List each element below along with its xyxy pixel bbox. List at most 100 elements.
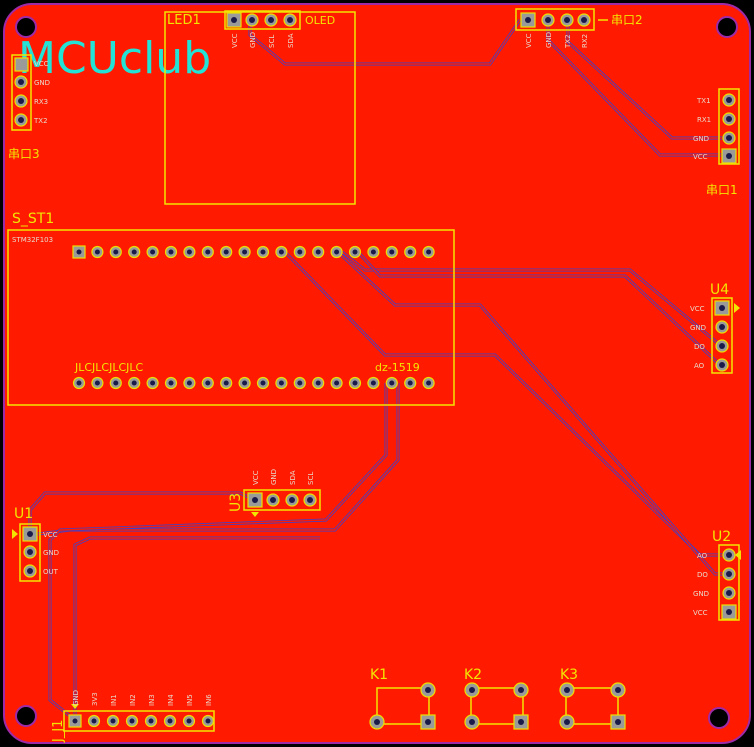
mcu-top-pin-7 (183, 245, 196, 259)
uart3-pin-4: TX2 (33, 117, 48, 125)
mount-hole-tl (15, 16, 37, 38)
mcu-top-pin-20 (422, 245, 435, 259)
component-uart3[interactable]: VCC GND RX3 TX2 串口3 (8, 54, 50, 161)
s-st1-top-label: STM32F103 (12, 236, 53, 244)
u2-ref: U2 (712, 529, 731, 545)
uart1-pin-3: GND (693, 135, 709, 143)
mcu-bottom-pin-3 (109, 376, 122, 390)
uart3-ref: 串口3 (8, 147, 40, 161)
mcu-top-pin-6 (164, 245, 178, 259)
mcu-bottom-pin-14 (312, 376, 325, 390)
s-st1-ref: S_ST1 (12, 211, 54, 227)
j1-pin-5: IN3 (148, 694, 156, 706)
j1-pin-2: 3V3 (91, 692, 99, 706)
board-copper (4, 4, 750, 743)
component-u1[interactable]: U1 VCC GND OUT (12, 506, 59, 582)
mcu-bottom-pin-13 (293, 376, 306, 390)
mcu-top-pin-11 (256, 245, 270, 259)
u4-pin-4: AO (694, 362, 705, 370)
key-k2[interactable]: K2 (464, 667, 529, 730)
led1-pin-4: SDA (287, 33, 295, 48)
component-u2[interactable]: U2 AO DO GND VCC (693, 529, 741, 621)
component-s-st1[interactable]: S_ST1 STM32F103 JLCJLCJLCJLC dz-1519 (7, 211, 455, 406)
mounting-holes (15, 16, 738, 729)
u2-pin-4: VCC (693, 609, 708, 617)
mcu-top-pin-1 (72, 245, 86, 259)
j1-pin-1: GND (72, 690, 80, 706)
mount-hole-bl (15, 705, 37, 727)
mcu-bottom-pin-1 (72, 376, 86, 390)
uart3-pin-2: GND (34, 79, 50, 87)
led1-pin-3: SCL (268, 35, 276, 48)
u4-pin-2: GND (690, 324, 706, 332)
uart2-top-pin-2: GND (545, 32, 553, 48)
u1-pin-3: OUT (43, 568, 59, 576)
uart2-top-pin-3: TX2 (564, 34, 572, 49)
j1-pad-2 (87, 714, 101, 728)
j1-pin-4: IN2 (129, 694, 137, 706)
u4-pin-1: VCC (690, 305, 705, 313)
mcu-bottom-pin-5 (146, 376, 159, 390)
uart1-ref: 串口1 (706, 183, 738, 197)
u2-pin-3: GND (693, 590, 709, 598)
mcu-bottom-pin-11 (256, 376, 270, 390)
j1-pad-4 (125, 714, 139, 728)
u3-pin-3: SDA (289, 470, 297, 485)
component-uart1[interactable]: TX1 RX1 GND VCC 串口1 (693, 88, 740, 197)
uart1-pin-4: VCC (693, 153, 708, 161)
u1-ref: U1 (14, 506, 33, 522)
component-u3[interactable]: U3 VCC GND SDA SCL (228, 469, 321, 517)
led1-ref: LED1 (167, 13, 201, 28)
mcu-bottom-pin-2 (91, 376, 104, 390)
mcu-top-pin-8 (201, 245, 214, 259)
k1-ref: K1 (370, 667, 388, 683)
j1-pad-3 (106, 714, 120, 728)
mcu-bottom-pin-16 (348, 376, 362, 390)
j1-pin-7: IN5 (186, 694, 194, 706)
mcu-top-pin-15 (330, 245, 343, 259)
u3-pin-4: SCL (307, 472, 315, 485)
mcu-top-pin-16 (348, 245, 362, 259)
component-led1[interactable]: LED1 OLED VCC GND SCL SDA (164, 10, 356, 205)
k3-ref: K3 (560, 667, 578, 683)
j1-pad-8 (201, 714, 215, 728)
led1-pin-2: GND (249, 32, 257, 48)
mcu-bottom-pin-19 (404, 376, 417, 390)
mcu-bottom-pin-17 (367, 376, 380, 390)
uart1-pin-1: TX1 (696, 97, 711, 105)
j1-pad-5 (144, 714, 158, 728)
mcu-top-pin-9 (220, 245, 233, 259)
uart2-top-pin-1: VCC (525, 33, 533, 48)
mcu-bottom-pin-9 (220, 376, 233, 390)
u4-ref: U4 (710, 282, 729, 298)
mcu-top-pin-2 (91, 245, 104, 259)
j1-pad-7 (182, 714, 196, 728)
mcu-bottom-pin-12 (275, 376, 288, 390)
key-k3[interactable]: K3 (559, 667, 626, 730)
uart3-pin-3: RX3 (34, 98, 48, 106)
u1-pin-2: GND (43, 549, 59, 557)
mount-hole-br (708, 707, 730, 729)
mcu-bottom-pin-7 (183, 376, 196, 390)
j1-pin-6: IN4 (167, 694, 175, 706)
j1-ref: J_J1 (51, 720, 66, 743)
mcu-bottom-pin-8 (201, 376, 214, 390)
mcu-top-pin-18 (385, 245, 398, 259)
u2-pin-1: AO (697, 552, 708, 560)
j1-pin-8: IN6 (205, 694, 213, 706)
component-u4[interactable]: U4 VCC GND DO AO (690, 282, 740, 374)
mcu-bottom-pin-18 (385, 376, 398, 390)
mcu-bottom-pin-15 (330, 376, 343, 390)
mcu-top-pin-4 (128, 245, 141, 259)
k2-ref: K2 (464, 667, 482, 683)
key-k1[interactable]: K1 (369, 667, 436, 730)
mcu-bottom-pin-10 (238, 376, 251, 390)
mcu-top-pin-19 (404, 245, 417, 259)
component-uart2-top[interactable]: 串口2 VCC GND TX2 RX2 (515, 8, 643, 49)
j1-pad-1 (68, 714, 82, 728)
mount-hole-tr (716, 16, 738, 38)
mcu-top-pin-12 (275, 245, 288, 259)
s-st1-bottom-text: JLCJLCJLCJLC (74, 361, 144, 374)
